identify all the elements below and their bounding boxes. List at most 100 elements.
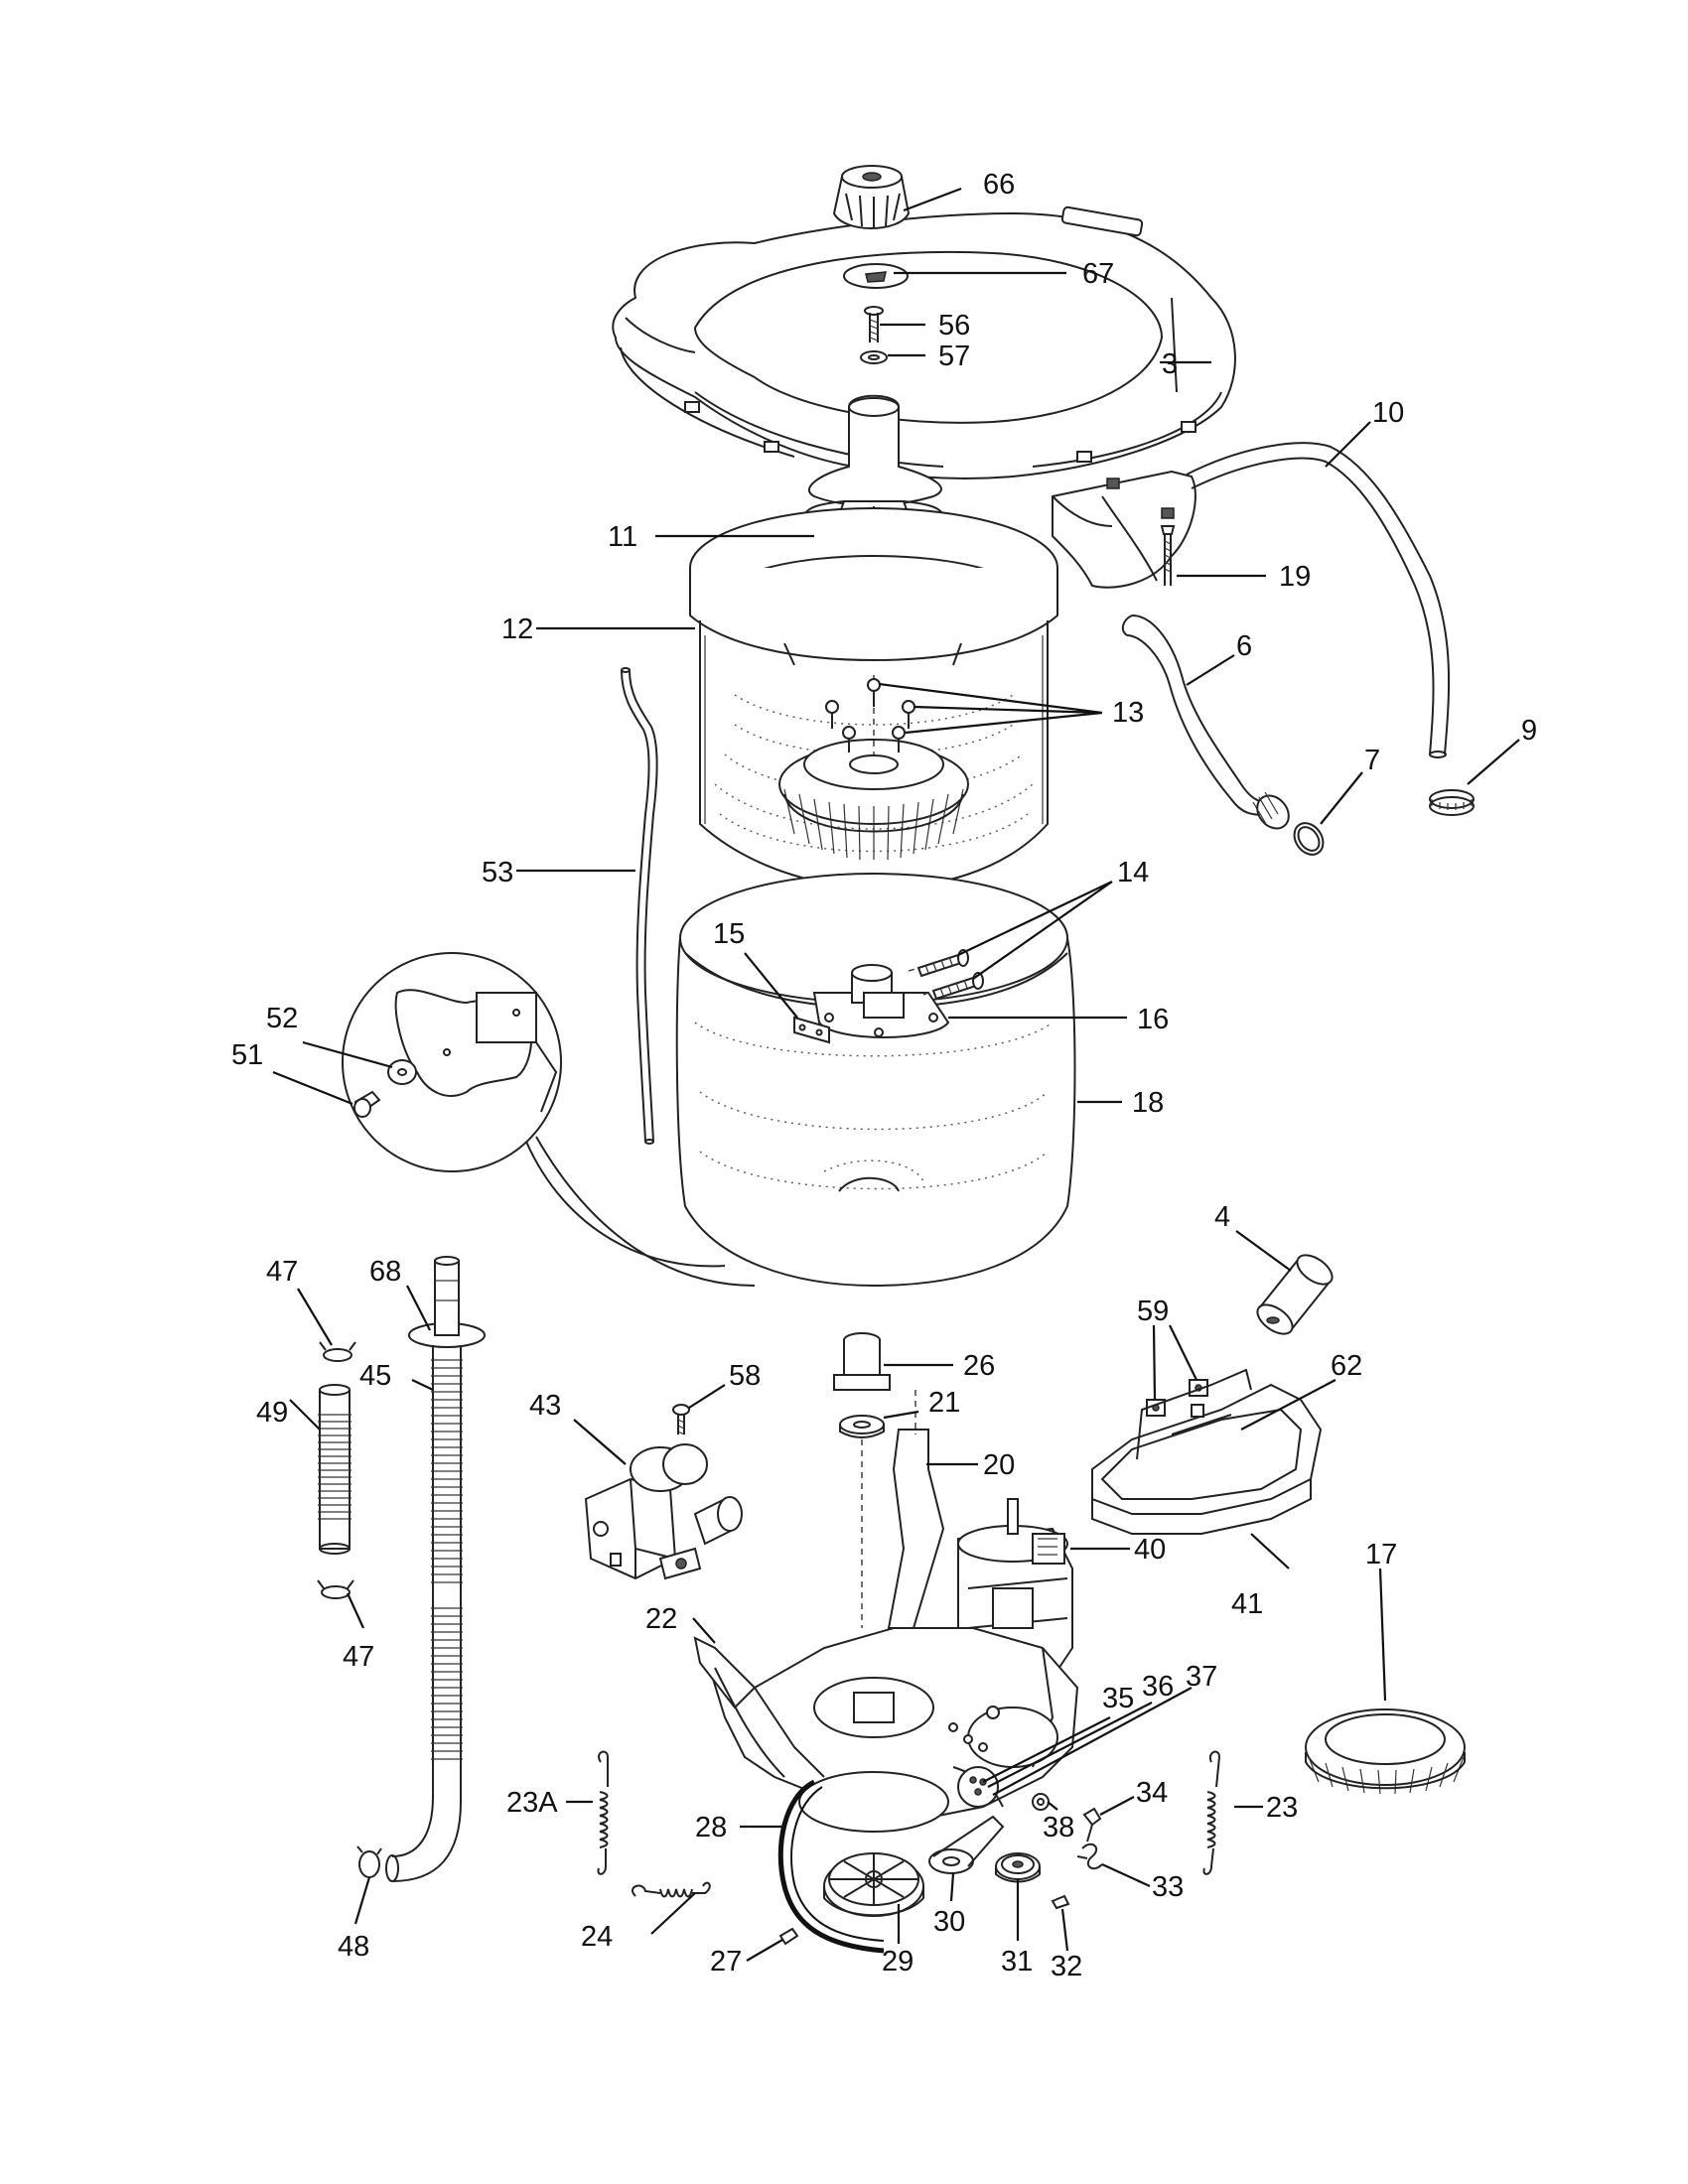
part-47-clamp-bottom (317, 1579, 354, 1599)
callout-56: 56 (938, 310, 970, 341)
callout-10: 10 (1372, 397, 1404, 429)
callout-33: 33 (1152, 1871, 1184, 1903)
part-53-hose (621, 667, 658, 1145)
part-32-pin (1051, 1894, 1070, 1910)
callout-19: 19 (1279, 561, 1311, 593)
callout-12: 12 (501, 614, 533, 645)
part-21-washer (839, 1415, 885, 1438)
callout-53: 53 (482, 857, 513, 888)
callout-48: 48 (338, 1931, 369, 1963)
callout-59: 59 (1137, 1296, 1169, 1327)
callout-31: 31 (1001, 1946, 1033, 1978)
part-4-capacitor (1256, 1254, 1334, 1335)
part-7-ring (1293, 822, 1325, 856)
callout-26: 26 (963, 1350, 995, 1382)
part-15-bracket (793, 1016, 830, 1044)
part-28-belt (777, 1779, 885, 1954)
part-38-nut (1032, 1793, 1050, 1811)
part-66-agitator-cap (832, 165, 911, 229)
callout-29: 29 (882, 1946, 914, 1978)
callout-52: 52 (266, 1003, 298, 1034)
part-33-spring (1076, 1843, 1103, 1870)
leader-lines (272, 187, 1520, 1962)
part-3-top-cover (612, 205, 1236, 479)
part-29-pulley (823, 1852, 924, 1917)
callout-57: 57 (938, 341, 970, 372)
callout-38: 38 (1043, 1812, 1074, 1843)
part-34-clip (1082, 1807, 1102, 1843)
part-23-spring (1202, 1750, 1221, 1875)
part-6-drain-hose (1121, 614, 1290, 830)
callout-35: 35 (1102, 1683, 1134, 1714)
part-19-screw (1160, 525, 1176, 586)
part-59-clips (1146, 1379, 1208, 1417)
part-52-washer (387, 1059, 417, 1085)
callout-68: 68 (369, 1256, 401, 1288)
callout-23A: 23A (506, 1787, 558, 1819)
callout-41: 41 (1231, 1588, 1263, 1620)
callout-28: 28 (695, 1812, 727, 1843)
callout-17: 17 (1365, 1539, 1397, 1570)
part-26-coupling (833, 1332, 891, 1391)
callout-11: 11 (608, 521, 637, 553)
callout-34: 34 (1136, 1777, 1168, 1809)
callout-43: 43 (529, 1390, 561, 1422)
callout-labels: 66 67 56 57 3 10 11 19 12 6 13 9 7 53 14… (231, 169, 1537, 1982)
part-43-water-valve (584, 1443, 743, 1580)
callout-47-top: 47 (266, 1256, 298, 1288)
part-12-wash-basket (689, 507, 1058, 890)
part-49-hose (318, 1384, 352, 1555)
callout-51: 51 (231, 1039, 263, 1071)
part-67-disc (843, 263, 909, 289)
part-10-fill-hose (1052, 442, 1451, 758)
callout-24: 24 (581, 1921, 613, 1953)
callout-37: 37 (1186, 1661, 1217, 1693)
callout-36: 36 (1142, 1671, 1174, 1703)
callout-66: 66 (983, 169, 1015, 201)
part-48-clamp (356, 1845, 382, 1878)
callout-14: 14 (1117, 857, 1149, 888)
callout-15: 15 (713, 918, 745, 950)
callout-58: 58 (729, 1360, 761, 1392)
part-30-arm (928, 1815, 1005, 1874)
part-18-outer-tub (675, 873, 1076, 1288)
callout-22: 22 (645, 1603, 677, 1635)
part-51-screw (353, 1090, 381, 1118)
part-47-clamp-top (319, 1341, 356, 1362)
callout-4: 4 (1214, 1201, 1230, 1233)
part-27-set-screw (778, 1927, 799, 1946)
callout-18: 18 (1132, 1087, 1164, 1119)
part-16-mounting-plate (812, 964, 950, 1038)
part-35-36-37-cluster (957, 1766, 999, 1808)
part-17-ring (1305, 1708, 1466, 1795)
callout-3: 3 (1162, 348, 1178, 380)
callout-23: 23 (1266, 1792, 1298, 1824)
part-24-spring (632, 1881, 711, 1898)
callout-45: 45 (359, 1360, 391, 1392)
callout-49: 49 (256, 1397, 288, 1429)
callout-6: 6 (1236, 630, 1252, 662)
callout-32: 32 (1051, 1951, 1082, 1982)
callout-21: 21 (928, 1387, 960, 1419)
callout-47-bottom: 47 (343, 1641, 374, 1673)
callout-13: 13 (1112, 697, 1144, 729)
part-57-washer (860, 350, 888, 364)
detail-circle (342, 952, 756, 1287)
part-56-bolt (864, 306, 884, 342)
callout-62: 62 (1331, 1350, 1362, 1382)
callout-67: 67 (1082, 258, 1114, 290)
part-58-screw (672, 1404, 690, 1435)
callout-9: 9 (1521, 715, 1537, 747)
callout-30: 30 (933, 1906, 965, 1938)
callout-7: 7 (1364, 745, 1380, 776)
part-9-clamp (1429, 789, 1475, 816)
callout-20: 20 (983, 1449, 1015, 1481)
callout-27: 27 (710, 1946, 742, 1978)
part-68-collar (408, 1256, 486, 1348)
part-13-impeller (778, 675, 969, 861)
callout-16: 16 (1137, 1004, 1169, 1035)
part-23A-spring (597, 1750, 609, 1875)
callout-40: 40 (1134, 1534, 1166, 1566)
part-45-drain-hose (385, 1345, 463, 1882)
